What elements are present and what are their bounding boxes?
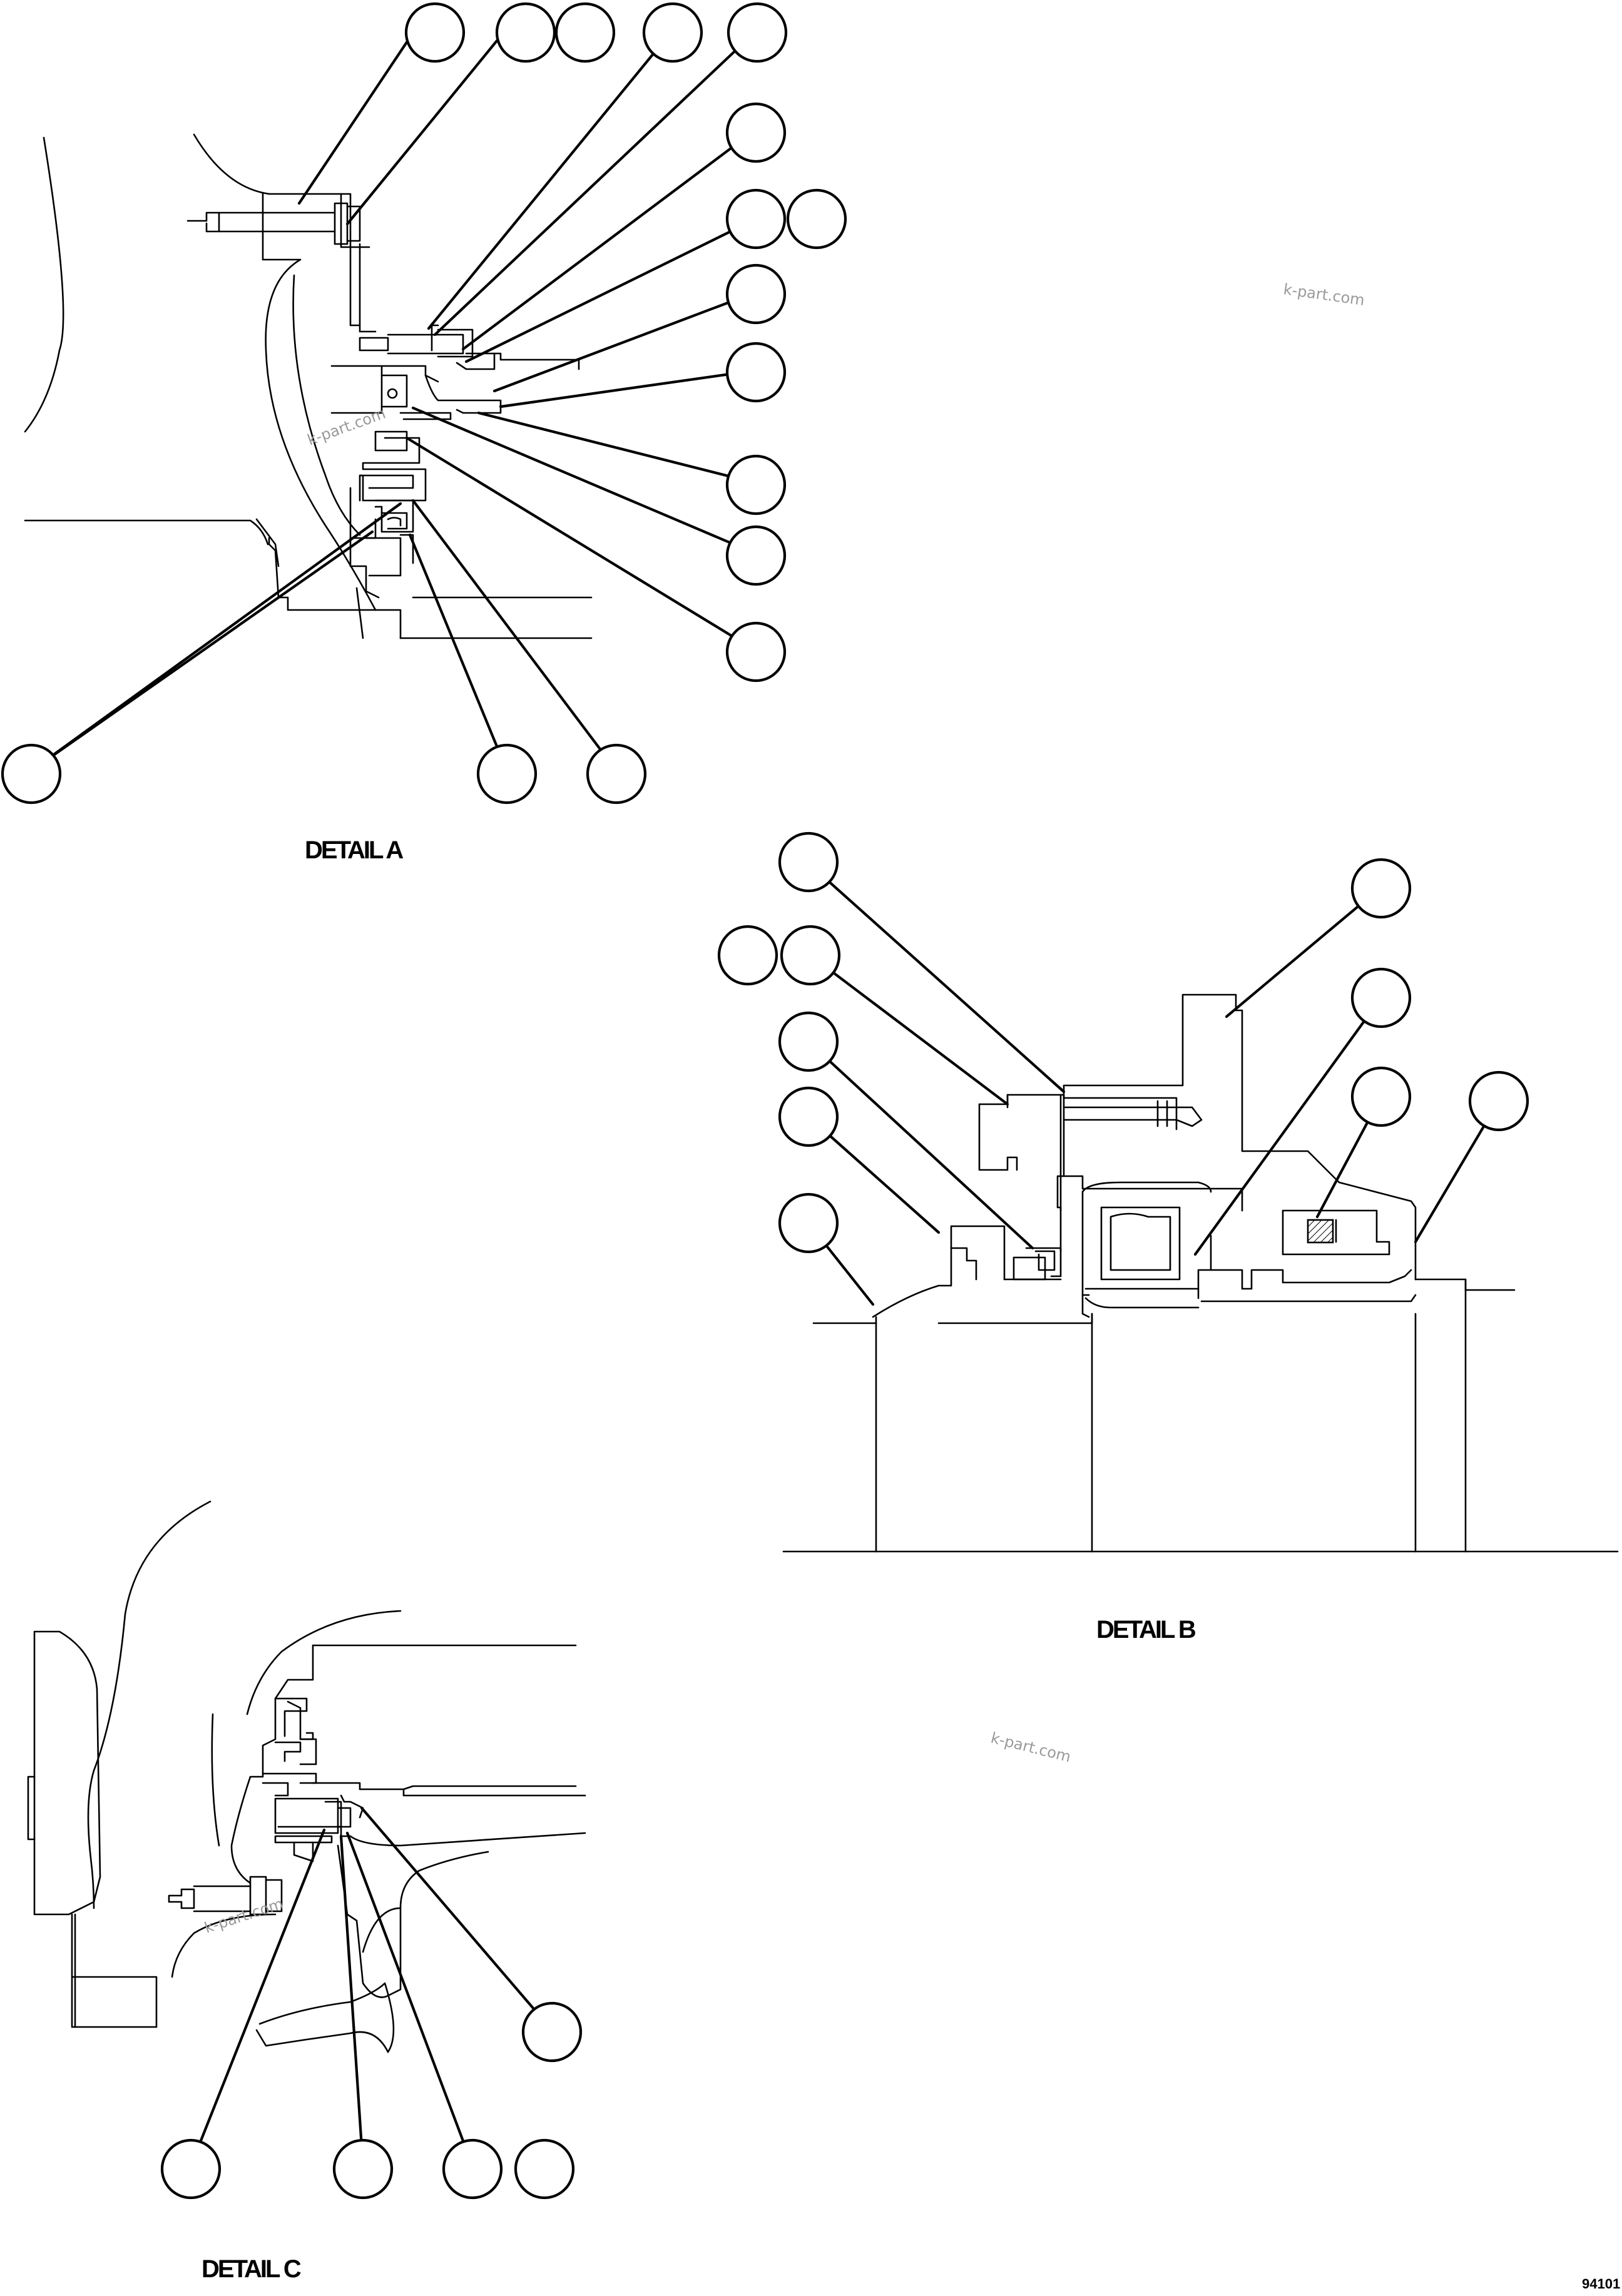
balloon [514,2138,575,2200]
detail-c-geometry [27,1500,586,2053]
balloon [1468,1070,1529,1132]
balloon [725,102,787,163]
watermark: k-part.com [1282,280,1365,309]
balloon [778,831,839,893]
detail-c: DETAIL C [27,1500,586,2283]
balloon [476,743,538,805]
balloon [586,743,647,805]
balloon [725,525,787,586]
detail-b-balloons [717,831,1529,1254]
detail-a-caption: DETAIL A [305,836,403,864]
detail-a-geometry [24,133,593,639]
balloon [554,2,616,63]
balloon [495,2,556,63]
detail-b-leader-lines [807,861,1501,1306]
balloon [717,925,778,986]
balloon [442,2138,503,2200]
detail-a-balloons [1,2,847,805]
hatched-seal [1307,1219,1334,1244]
detail-c-leader-lines [189,1806,554,2168]
watermark: k-part.com [989,1729,1073,1766]
watermark: k-part.com [202,1895,285,1937]
balloon [725,342,787,403]
detail-b: DETAIL B [717,831,1619,1643]
balloon [1350,858,1412,919]
balloon [778,1192,839,1254]
balloon [725,454,787,516]
balloon [332,2138,394,2200]
balloon [1350,967,1412,1029]
detail-b-geometry [782,993,1619,1553]
balloon [1350,1066,1412,1127]
balloon [778,1086,839,1147]
balloon [725,188,787,250]
balloon [778,1011,839,1072]
balloon [642,2,703,63]
balloon [404,2,466,63]
balloon [521,2001,583,2063]
balloon [1,743,62,805]
detail-c-caption: DETAIL C [201,2255,301,2283]
detail-a: DETAIL A [1,2,847,864]
detail-c-balloons [160,2001,583,2200]
balloon [780,925,841,986]
drawing-code: 94101 [1582,2276,1620,2292]
detail-a-leader-lines [29,28,759,773]
balloon [160,2138,222,2200]
balloon [786,188,847,250]
detail-b-caption: DETAIL B [1096,1616,1196,1643]
balloon [727,2,788,63]
balloon [725,263,787,325]
balloon [725,621,787,683]
